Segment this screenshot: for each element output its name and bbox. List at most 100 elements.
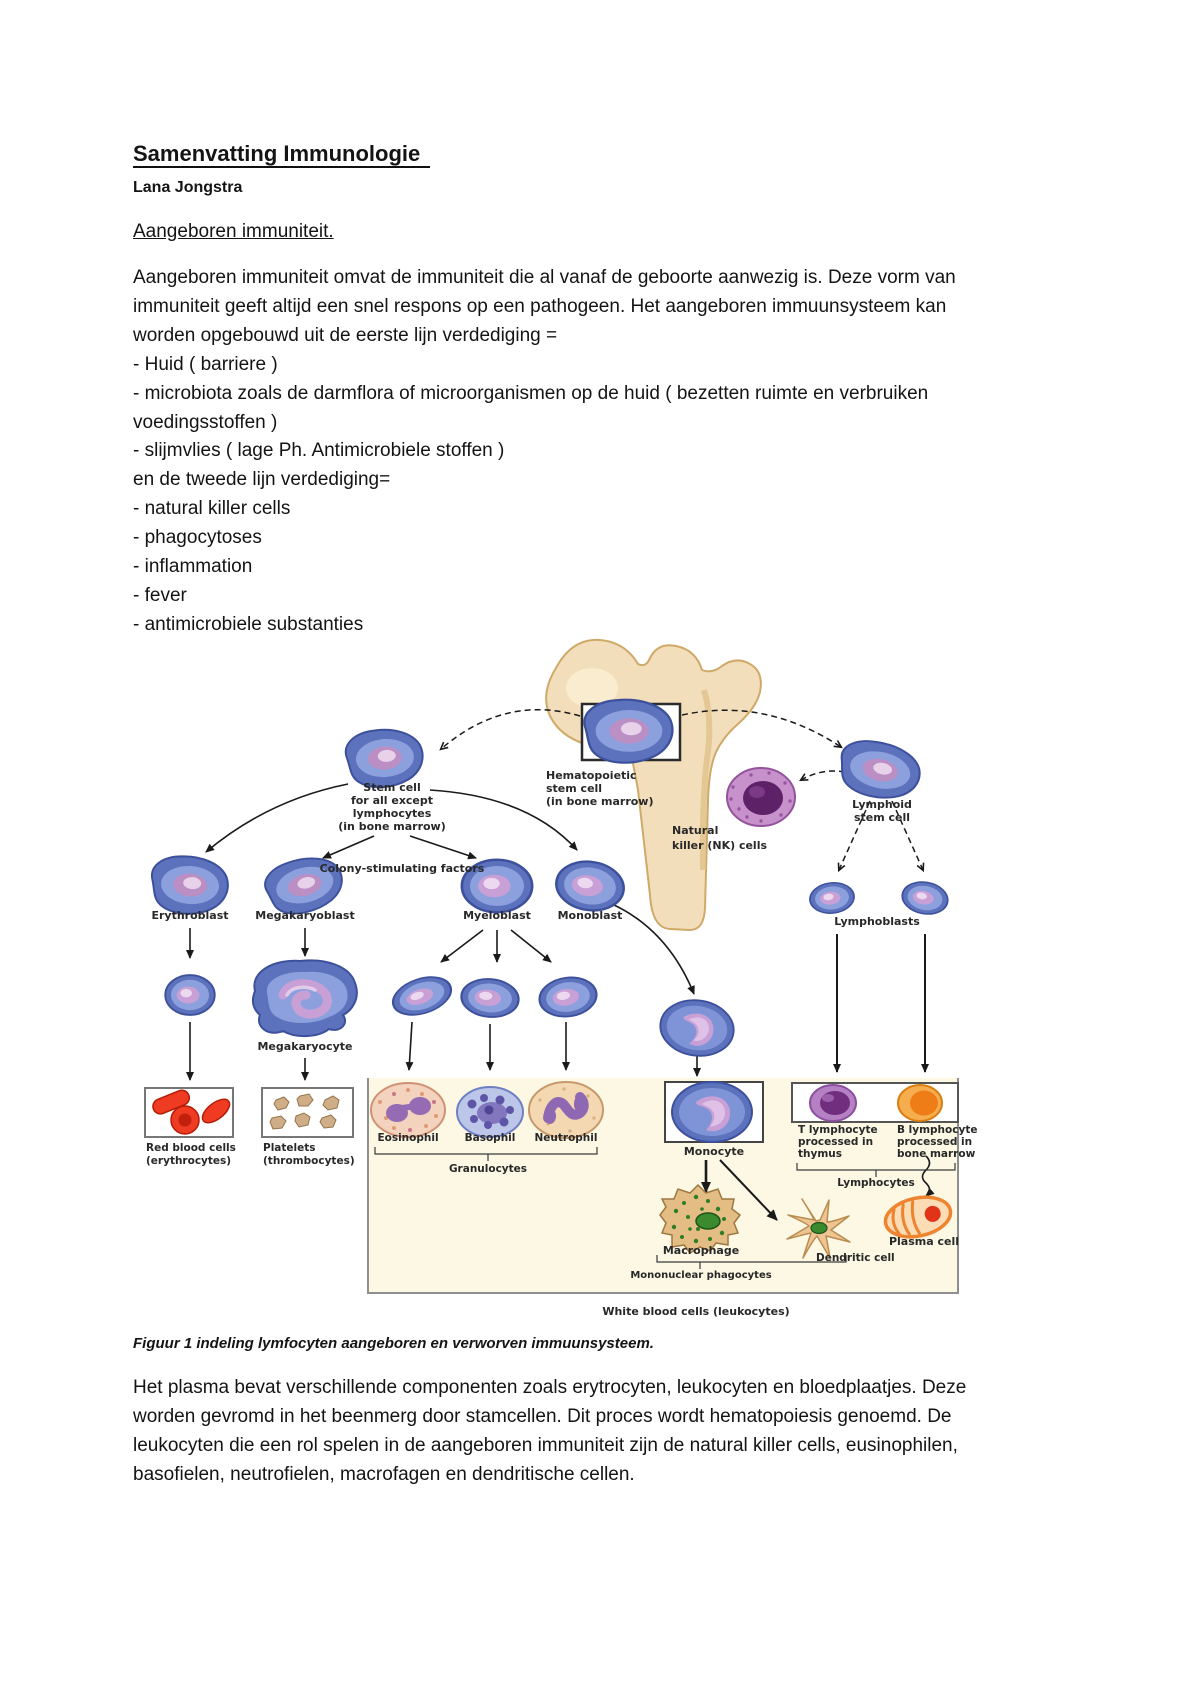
arrow-myeloblast-left: [440, 929, 484, 963]
list-item: - antimicrobiele substanties: [133, 613, 364, 635]
erythrocyte-precursor-cell: [164, 974, 216, 1016]
eosinophil-cell: [371, 1083, 445, 1137]
arrow-myeloblast-right: [510, 929, 552, 963]
arrow-lymphoid-to-lymphoblast-right: [891, 800, 925, 873]
label-mononuclear-phagocytes: Mononuclear phagocytes: [630, 1270, 771, 1281]
label-t-lymphocyte-line2: processed in: [798, 1136, 873, 1148]
body-line: worden opgebouwd uit de eerste lijn verd…: [133, 324, 558, 346]
label-b-lymphocyte-line1: B lymphocyte: [897, 1124, 977, 1136]
label-neutrophil: Neutrophil: [535, 1132, 598, 1144]
arrow-lymphoid-to-lymphoblast-left: [837, 800, 871, 873]
label-t-lymphocyte-line3: thymus: [798, 1148, 842, 1160]
list-item: - inflammation: [133, 556, 253, 578]
arrow-stem-to-myeloblast: [409, 835, 477, 860]
label-eosinophil: Eosinophil: [377, 1132, 438, 1144]
label-colony-stimulating-factors: Colony-stimulating factors: [320, 862, 485, 875]
b-lymphocyte-cell: [897, 1084, 943, 1122]
hematopoietic-stem-cell: [583, 698, 674, 764]
label-megakaryocyte: Megakaryocyte: [257, 1040, 352, 1053]
label-stem-cell-line3: lymphocytes: [353, 807, 432, 820]
label-stem-cell-line1: Stem cell: [363, 781, 420, 794]
megakaryocyte-cell: [253, 960, 357, 1036]
label-myeloblast: Myeloblast: [463, 909, 531, 922]
label-b-lymphocyte-line3: bone marrow: [897, 1148, 976, 1160]
body-line: Het plasma bevat verschillende component…: [133, 1377, 967, 1398]
label-lymphoblasts: Lymphoblasts: [834, 915, 920, 928]
author-name: Lana Jongstra: [133, 179, 243, 196]
lymphoid-stem-cell: [833, 734, 926, 807]
label-megakaryoblast: Megakaryoblast: [255, 909, 354, 922]
page-title: Samenvatting Immunologie: [133, 140, 431, 168]
mononuclear-phagocytes-bracket: [656, 1255, 847, 1269]
list-item: - phagocytoses: [133, 527, 262, 549]
body-line: worden gevromd in het beenmerg door stam…: [133, 1405, 952, 1427]
label-stem-cell-line4: (in bone marrow): [338, 820, 446, 833]
label-white-blood-cells: White blood cells (leukocytes): [602, 1305, 789, 1318]
figure-caption: Figuur 1 indeling lymfocyten aangeboren …: [133, 1335, 654, 1352]
red-blood-cells: [152, 1089, 231, 1135]
label-plasma-cell: Plasma cell: [889, 1235, 959, 1248]
arrow-hsc-to-stem-cell: [439, 709, 581, 751]
arrow-stem-to-monoblast: [429, 789, 578, 851]
arrow-monoblast-to-promonocyte: [611, 903, 695, 995]
label-red-blood-cells-line2: (erythrocytes): [146, 1155, 231, 1167]
label-hematopoietic-line3: (in bone marrow): [546, 795, 654, 808]
list-item: - slijmvlies ( lage Ph. Antimicrobiele s…: [133, 440, 505, 462]
list-item: - fever: [133, 584, 187, 606]
label-t-lymphocyte-line1: T lymphocyte: [798, 1124, 878, 1136]
basophil-precursor-cell: [458, 975, 522, 1021]
list-item: - microbiota zoals de darmflora of micro…: [133, 382, 929, 404]
basophil-cell: [456, 1086, 524, 1138]
label-lymphocytes: Lymphocytes: [837, 1177, 914, 1189]
arrow-lymphoid-to-nk: [799, 770, 846, 782]
body-line: en de tweede lijn verdediging=: [133, 469, 391, 491]
neutrophil-precursor-cell: [535, 972, 601, 1022]
label-hematopoietic-line2: stem cell: [546, 782, 602, 795]
body-line: Aangeboren immuniteit omvat de immunitei…: [133, 267, 956, 288]
lymphoblast-left-cell: [807, 879, 857, 917]
eosinophil-precursor-cell: [387, 969, 457, 1023]
closing-paragraph: Het plasma bevat verschillende component…: [133, 1374, 1093, 1490]
label-b-lymphocyte-line2: processed in: [897, 1136, 972, 1148]
monocyte-cell: [671, 1081, 753, 1143]
label-monocyte: Monocyte: [684, 1145, 744, 1158]
arrow-stem-to-megakaryoblast: [322, 835, 375, 859]
arrow-b-to-plasma-cell: [921, 1155, 935, 1197]
label-platelets-line1: Platelets: [263, 1142, 316, 1154]
label-nk-line1: Natural: [672, 824, 718, 837]
intro-paragraph: Aangeboren immuniteit omvat de immunitei…: [133, 264, 1083, 640]
label-lymphoid-line2: stem cell: [854, 811, 910, 824]
body-line: leukocyten die een rol spelen in de aang…: [133, 1434, 958, 1456]
page-title-text: Samenvatting Immunologie: [133, 141, 431, 168]
section-heading: Aangeboren immuniteit.: [133, 221, 334, 242]
lymphocytes-bracket: [796, 1163, 956, 1177]
erythroblast-cell: [148, 853, 231, 918]
list-item: - Huid ( barriere ): [133, 353, 278, 375]
label-hematopoietic-line1: Hematopoietic: [546, 769, 637, 782]
promonocyte-cell: [655, 994, 739, 1062]
neutrophil-cell: [529, 1082, 603, 1138]
lymphoblast-right-cell: [898, 877, 952, 919]
arrow-to-eosinophil: [405, 1021, 414, 1071]
label-basophil: Basophil: [465, 1132, 516, 1144]
label-lymphoid-line1: Lymphoid: [852, 798, 912, 811]
label-nk-line2: killer (NK) cells: [672, 839, 767, 852]
white-blood-cells-box-border: [367, 1078, 959, 1294]
label-macrophage: Macrophage: [663, 1244, 739, 1257]
arrow-hsc-to-lymphoid: [681, 709, 843, 749]
label-granulocytes: Granulocytes: [449, 1163, 527, 1175]
list-item: voedingsstoffen ): [133, 411, 278, 433]
label-monoblast: Monoblast: [558, 909, 623, 922]
arrow-monocyte-to-dendritic: [719, 1159, 778, 1221]
label-stem-cell-line2: for all except: [351, 794, 433, 807]
list-item: - natural killer cells: [133, 498, 291, 520]
natural-killer-cell: [726, 767, 796, 827]
label-platelets-line2: (thrombocytes): [263, 1155, 355, 1167]
body-line: basofielen, neutrofielen, macrofagen en …: [133, 1463, 635, 1485]
body-line: immuniteit geeft altijd een snel respons…: [133, 295, 947, 317]
t-lymphocyte-cell: [809, 1084, 857, 1122]
label-dendritic-cell: Dendritic cell: [816, 1252, 895, 1264]
label-erythroblast: Erythroblast: [151, 909, 228, 922]
